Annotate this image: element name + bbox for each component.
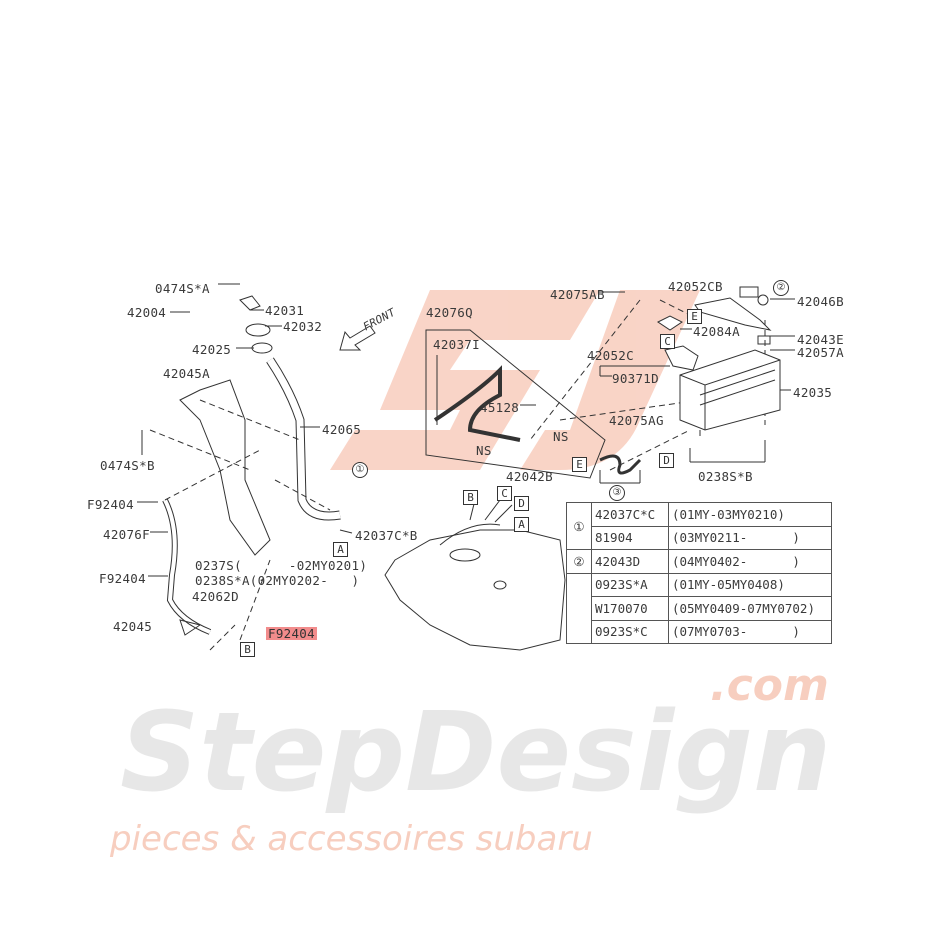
connection-ref-box: E — [687, 309, 702, 324]
ref-cell: ② — [566, 549, 592, 574]
part-label: 42037I — [433, 337, 480, 352]
part-label: 42045 — [113, 619, 153, 634]
part-label: 42042B — [506, 469, 553, 484]
svg-text:pieces & accessoires subaru: pieces & accessoires subaru — [109, 819, 593, 859]
part-label: 0238S*B — [698, 469, 753, 484]
part-label: F92404 — [87, 497, 134, 512]
part-label: 42084A — [693, 324, 740, 339]
connection-ref-box: A — [514, 517, 529, 532]
table-row: W170070(05MY0409-07MY0702) — [567, 596, 832, 621]
part-label: 42076F — [103, 527, 150, 542]
connection-ref-box: D — [514, 496, 529, 511]
part-label: 42065 — [322, 422, 362, 437]
part-label: 0474S*A — [155, 281, 210, 296]
part-cell: 42037C*C — [591, 502, 669, 527]
part-label: 42031 — [265, 303, 305, 318]
part-label: 42076Q — [426, 305, 473, 320]
part-label: 42004 — [127, 305, 167, 320]
connection-ref-box: B — [240, 642, 255, 657]
table-row: 0923S*C(07MY0703- ) — [567, 619, 832, 644]
range-cell: (07MY0703- ) — [668, 619, 832, 644]
front-arrow-icon — [339, 325, 376, 351]
part-label: 0238S*A(02MY0202- ) — [195, 573, 360, 588]
ref-cell: ① — [566, 502, 592, 550]
svg-text:.com: .com — [710, 660, 829, 711]
part-label: NS — [476, 443, 492, 458]
part-label: 42035 — [793, 385, 833, 400]
part-cell: 0923S*A — [591, 572, 669, 597]
part-label: 42052CB — [668, 279, 723, 294]
connection-ref-box: A — [333, 542, 348, 557]
part-label: 42025 — [192, 342, 232, 357]
range-cell: (05MY0409-07MY0702) — [668, 596, 832, 621]
svg-text:StepDesign: StepDesign — [120, 688, 831, 816]
ref-cell — [566, 572, 592, 644]
table-row: 81904(03MY0211- ) — [567, 525, 832, 550]
table-row: 0923S*A(01MY-05MY0408) — [566, 572, 832, 644]
part-label: 42032 — [283, 319, 323, 334]
part-label: 42045A — [163, 366, 210, 381]
part-label: 42037C*B — [355, 528, 418, 543]
connection-ref-box: C — [660, 334, 675, 349]
connection-ref-box: B — [463, 490, 478, 505]
fuel-tank-part — [384, 529, 566, 651]
connection-ref-box: E — [572, 457, 587, 472]
circled-ref: ② — [773, 280, 789, 296]
part-label: 42046B — [797, 294, 844, 309]
part-label: 42075AG — [609, 413, 664, 428]
part-label: 0237S( -02MY0201) — [195, 558, 368, 573]
circled-ref: ① — [352, 462, 368, 478]
range-cell: (01MY-05MY0408) — [668, 572, 832, 597]
connection-ref-box: D — [659, 453, 674, 468]
range-cell: (04MY0402- ) — [668, 549, 832, 574]
part-label: NS — [553, 429, 569, 444]
circled-ref: ③ — [609, 485, 625, 501]
part-label: F92404 — [99, 571, 146, 586]
part-label: 45128 — [480, 400, 520, 415]
fuel-cap-part — [239, 295, 261, 311]
part-label: 42057A — [797, 345, 844, 360]
part-cell: W170070 — [591, 596, 669, 621]
part-label: 42043E — [797, 332, 844, 347]
part-cell: 0923S*C — [591, 619, 669, 644]
filler-shield-part — [179, 379, 271, 556]
connection-ref-box: C — [497, 486, 512, 501]
range-cell: (01MY-03MY0210) — [668, 502, 832, 527]
highlighted-part-label[interactable]: F92404 — [266, 626, 317, 641]
part-label: 0474S*B — [100, 458, 155, 473]
part-cell: 81904 — [591, 525, 669, 550]
part-cell: 42043D — [591, 549, 669, 574]
range-cell: (03MY0211- ) — [668, 525, 832, 550]
part-label: 42052C — [587, 348, 634, 363]
part-label: 42075AB — [550, 287, 605, 302]
part-label: 42062D — [192, 589, 239, 604]
part-label: 90371D — [612, 371, 659, 386]
